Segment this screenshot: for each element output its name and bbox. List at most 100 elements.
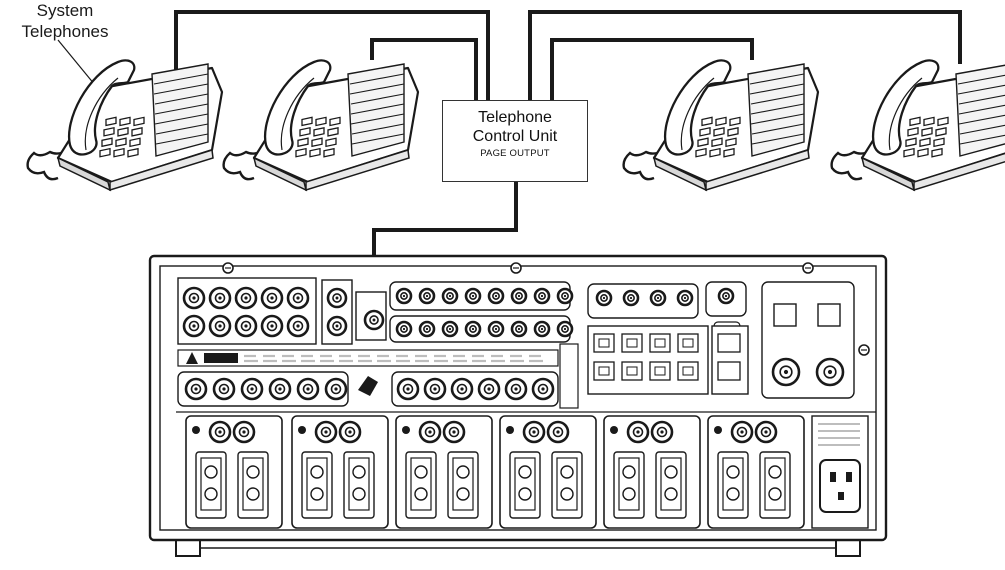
page-input-jack xyxy=(372,318,376,322)
zone-input-jack xyxy=(306,387,310,391)
zone-input-jack xyxy=(487,387,491,391)
zone-input-jack xyxy=(222,387,226,391)
wire-phone-3 xyxy=(550,38,754,100)
desk-telephone-icon xyxy=(222,59,420,192)
phone-wiring xyxy=(174,10,962,310)
zone-input-jack xyxy=(250,387,254,391)
output-jack xyxy=(471,294,475,298)
phones-callout-label: System Telephones xyxy=(0,0,130,42)
terminal-screw xyxy=(622,465,636,479)
output-jack xyxy=(494,294,498,298)
terminal-screw xyxy=(726,487,740,501)
terminal-screw xyxy=(518,465,532,479)
ac-pin xyxy=(846,472,852,482)
antenna-clip xyxy=(773,303,797,327)
desk-telephone-icon xyxy=(830,59,1005,192)
rj45-port xyxy=(654,338,666,348)
output-jack xyxy=(517,294,521,298)
zone-number-dot xyxy=(506,426,514,434)
input-jack xyxy=(192,324,196,328)
output-jack xyxy=(402,327,406,331)
terminal-screw xyxy=(414,465,428,479)
output-jack xyxy=(402,294,406,298)
rj45-port xyxy=(621,361,643,381)
input-jack xyxy=(296,296,300,300)
rj45-port xyxy=(717,361,741,381)
terminal-screw xyxy=(622,487,636,501)
rj45-port xyxy=(626,338,638,348)
warning-badge xyxy=(204,353,238,363)
antenna-clip xyxy=(817,303,841,327)
zone-input-jack xyxy=(433,387,437,391)
zone-out-jack xyxy=(656,296,660,300)
speaker-binding-post xyxy=(660,430,664,434)
terminal-screw xyxy=(414,487,428,501)
terminal-screw xyxy=(664,487,678,501)
terminal-screw xyxy=(246,487,260,501)
speaker-binding-post xyxy=(532,430,536,434)
rj45-port xyxy=(677,361,699,381)
output-jack xyxy=(563,327,567,331)
output-jack xyxy=(540,294,544,298)
output-jack xyxy=(494,327,498,331)
callout-line-1: System xyxy=(36,1,94,20)
zone-out-jack xyxy=(629,296,633,300)
speaker-binding-post xyxy=(242,430,246,434)
control-unit-title-1: Telephone xyxy=(478,109,552,126)
rj45-port xyxy=(626,366,638,376)
rj45-port xyxy=(682,366,694,376)
output-jack xyxy=(471,327,475,331)
zone-number-dot xyxy=(714,426,722,434)
zone-input-jack xyxy=(460,387,464,391)
wire-phone-2 xyxy=(370,38,478,100)
input-jack xyxy=(270,324,274,328)
rj45-port xyxy=(649,333,671,353)
zone-number-dot xyxy=(298,426,306,434)
divider xyxy=(559,343,579,409)
zone-number-dot xyxy=(610,426,618,434)
output-jack xyxy=(563,294,567,298)
speaker-binding-post xyxy=(636,430,640,434)
speaker-binding-post xyxy=(764,430,768,434)
rj45-port xyxy=(717,333,741,353)
fm-antenna-jack xyxy=(783,369,789,375)
rj45-port xyxy=(654,366,666,376)
terminal-screw xyxy=(768,465,782,479)
zone-input-jack xyxy=(278,387,282,391)
zone-input-jack xyxy=(406,387,410,391)
ac-inlet xyxy=(819,459,861,513)
speaker-binding-post xyxy=(740,430,744,434)
terminal-screw xyxy=(310,465,324,479)
zone-number-dot xyxy=(192,426,200,434)
zone-input-jack xyxy=(334,387,338,391)
terminal-screw xyxy=(664,465,678,479)
page-output-label: PAGE OUTPUT xyxy=(480,148,550,159)
terminal-screw xyxy=(310,487,324,501)
input-jack xyxy=(192,296,196,300)
input-jack xyxy=(244,324,248,328)
desk-telephone-icon xyxy=(26,59,224,192)
zone-out-jack xyxy=(602,296,606,300)
output-jack xyxy=(517,327,521,331)
aux-jack xyxy=(335,324,339,328)
speaker-binding-post xyxy=(348,430,352,434)
foot xyxy=(175,540,201,557)
terminal-screw xyxy=(246,465,260,479)
zone-input-jack xyxy=(514,387,518,391)
terminal-screw xyxy=(456,487,470,501)
rj45-port xyxy=(682,338,694,348)
terminal-screw xyxy=(560,465,574,479)
foot xyxy=(835,540,861,557)
control-unit-title-2: Control Unit xyxy=(472,128,558,145)
ac-pin xyxy=(830,472,836,482)
terminal-screw xyxy=(726,465,740,479)
output-jack xyxy=(425,294,429,298)
rj45-port xyxy=(593,361,615,381)
zone-number-dot xyxy=(402,426,410,434)
callout-line-2: Telephones xyxy=(21,22,109,41)
speaker-binding-post xyxy=(218,430,222,434)
terminal-screw xyxy=(204,487,218,501)
input-jack xyxy=(218,296,222,300)
